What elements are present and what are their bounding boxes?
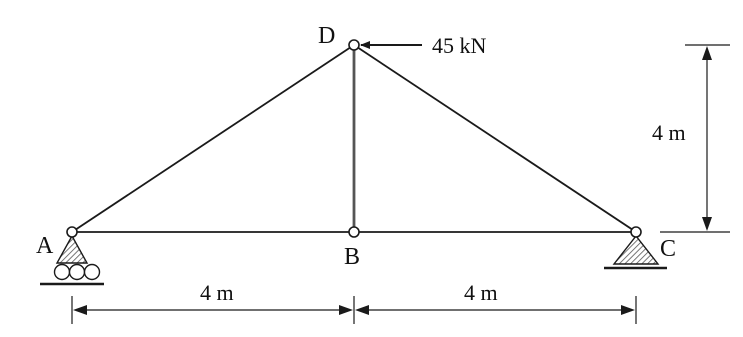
span-left-label: 4 m	[200, 280, 234, 305]
node-label-a: A	[36, 233, 54, 259]
joints	[66, 39, 642, 238]
joint-c	[630, 226, 642, 238]
truss-members	[71, 44, 637, 233]
load-label: 45 kN	[432, 33, 487, 58]
member-dc	[353, 44, 637, 233]
joint-d	[348, 39, 360, 51]
joint-a	[66, 226, 78, 238]
span-dimension	[71, 296, 637, 324]
span-right-label: 4 m	[464, 280, 498, 305]
roller-support-a	[40, 234, 104, 286]
member-ad	[71, 44, 355, 233]
node-label-b: B	[344, 244, 360, 270]
height-dimension	[660, 44, 730, 233]
node-label-d: D	[318, 23, 335, 49]
height-dim-label: 4 m	[652, 120, 686, 145]
pin-support-c	[604, 234, 667, 270]
joint-b	[348, 226, 360, 238]
node-label-c: C	[660, 236, 676, 262]
